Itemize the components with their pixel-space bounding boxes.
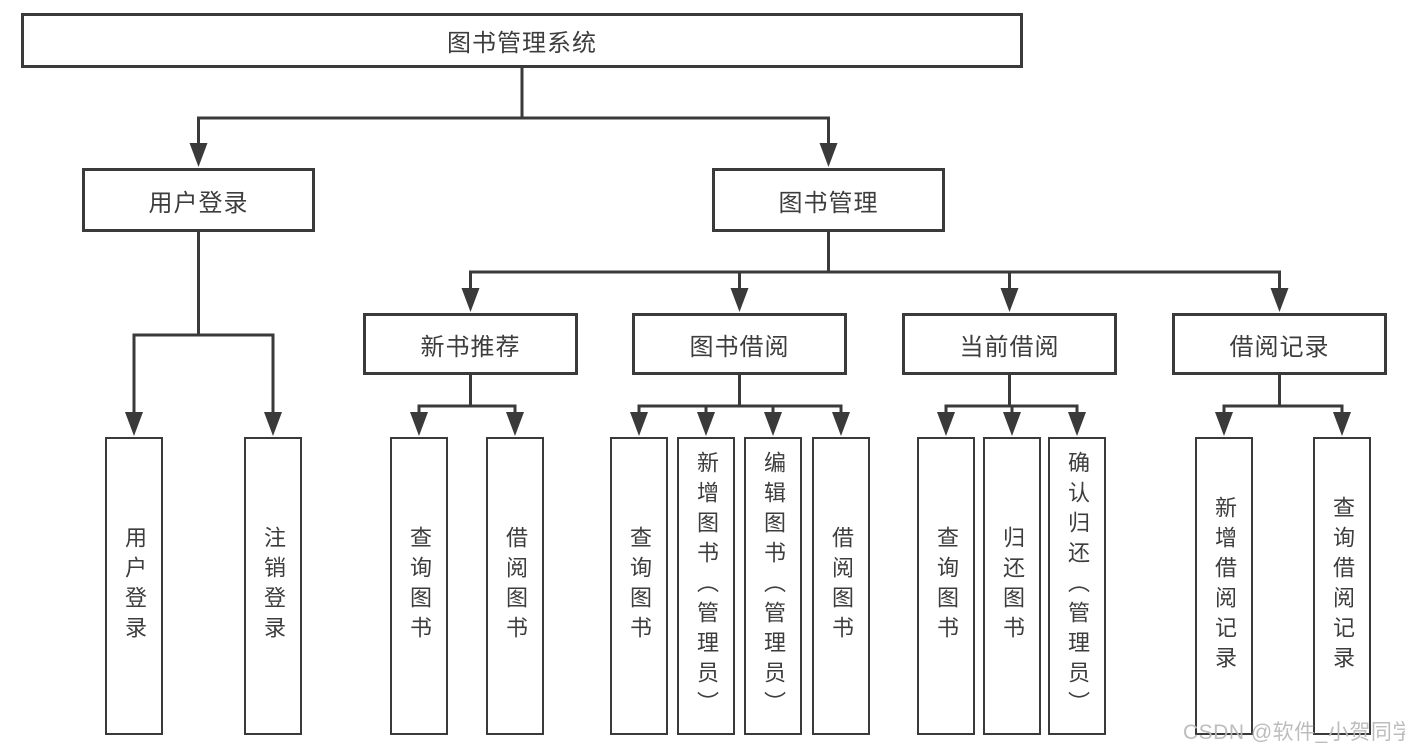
node-label: 新增图书（管理员） xyxy=(694,451,719,721)
node-label: 查询图书 xyxy=(934,526,959,646)
node-root: 图书管理系统 xyxy=(21,13,1023,68)
arrowhead-logout xyxy=(264,412,282,436)
node-query-borrow-record: 查询借阅记录 xyxy=(1313,437,1371,735)
arrowhead-current-borrow xyxy=(1000,288,1019,312)
node-label: 查询借阅记录 xyxy=(1330,496,1355,676)
node-label: 编辑图书（管理员） xyxy=(761,451,786,721)
node-label: 归还图书 xyxy=(1000,526,1025,646)
arrowhead-user-login xyxy=(189,143,208,167)
node-label: 借阅图书 xyxy=(829,526,854,646)
node-borrow-records: 借阅记录 xyxy=(1172,313,1387,375)
arrowhead-borrow-records xyxy=(1270,288,1289,312)
node-label: 图书借阅 xyxy=(689,333,790,361)
arrowhead-add-borrow-record xyxy=(1215,412,1233,436)
node-label: 查询图书 xyxy=(407,526,432,646)
arrowhead-book-management xyxy=(819,143,838,167)
node-logout: 注销登录 xyxy=(244,437,302,735)
arrowhead-edit-book xyxy=(764,412,782,436)
node-query-book-1: 查询图书 xyxy=(390,437,448,735)
node-label: 图书管理 xyxy=(778,189,879,217)
node-label: 新书推荐 xyxy=(420,333,521,361)
node-user-login-leaf: 用户登录 xyxy=(105,437,163,735)
node-label: 图书管理系统 xyxy=(447,30,597,57)
node-return-book: 归还图书 xyxy=(983,437,1041,735)
arrowhead-query-book-1 xyxy=(410,412,428,436)
arrowhead-query-borrow-record xyxy=(1333,412,1351,436)
node-label: 用户登录 xyxy=(122,526,147,646)
arrowhead-borrow-book-2 xyxy=(832,412,850,436)
node-add-book: 新增图书（管理员） xyxy=(677,437,735,735)
node-book-borrow: 图书借阅 xyxy=(632,313,847,375)
node-label: 新增借阅记录 xyxy=(1212,496,1237,676)
node-book-management: 图书管理 xyxy=(712,168,945,232)
node-query-book-2: 查询图书 xyxy=(610,437,668,735)
arrowhead-borrow-book-1 xyxy=(506,412,524,436)
node-user-login: 用户登录 xyxy=(82,168,315,232)
node-edit-book: 编辑图书（管理员） xyxy=(744,437,802,735)
node-borrow-book-1: 借阅图书 xyxy=(486,437,544,735)
arrowhead-confirm-return xyxy=(1068,412,1086,436)
arrowhead-add-book xyxy=(697,412,715,436)
node-confirm-return: 确认归还（管理员） xyxy=(1048,437,1106,735)
node-add-borrow-record: 新增借阅记录 xyxy=(1195,437,1253,735)
node-label: 确认归还（管理员） xyxy=(1065,451,1090,721)
node-current-borrow: 当前借阅 xyxy=(902,313,1117,375)
node-label: 注销登录 xyxy=(261,526,286,646)
arrowhead-user-login-leaf xyxy=(125,412,143,436)
arrowhead-book-borrow xyxy=(730,288,749,312)
node-label: 借阅记录 xyxy=(1229,333,1330,361)
arrowhead-new-book-recommend xyxy=(461,288,480,312)
node-label: 用户登录 xyxy=(148,189,249,217)
watermark: CSDN @软件_小贺同学 xyxy=(1183,721,1405,744)
node-label: 当前借阅 xyxy=(959,333,1060,361)
node-query-book-3: 查询图书 xyxy=(917,437,975,735)
node-label: 查询图书 xyxy=(627,526,652,646)
node-new-book-recommend: 新书推荐 xyxy=(363,313,578,375)
arrowhead-query-book-2 xyxy=(630,412,648,436)
arrowhead-query-book-3 xyxy=(937,412,955,436)
node-label: 借阅图书 xyxy=(503,526,528,646)
node-borrow-book-2: 借阅图书 xyxy=(812,437,870,735)
arrowhead-return-book xyxy=(1003,412,1021,436)
